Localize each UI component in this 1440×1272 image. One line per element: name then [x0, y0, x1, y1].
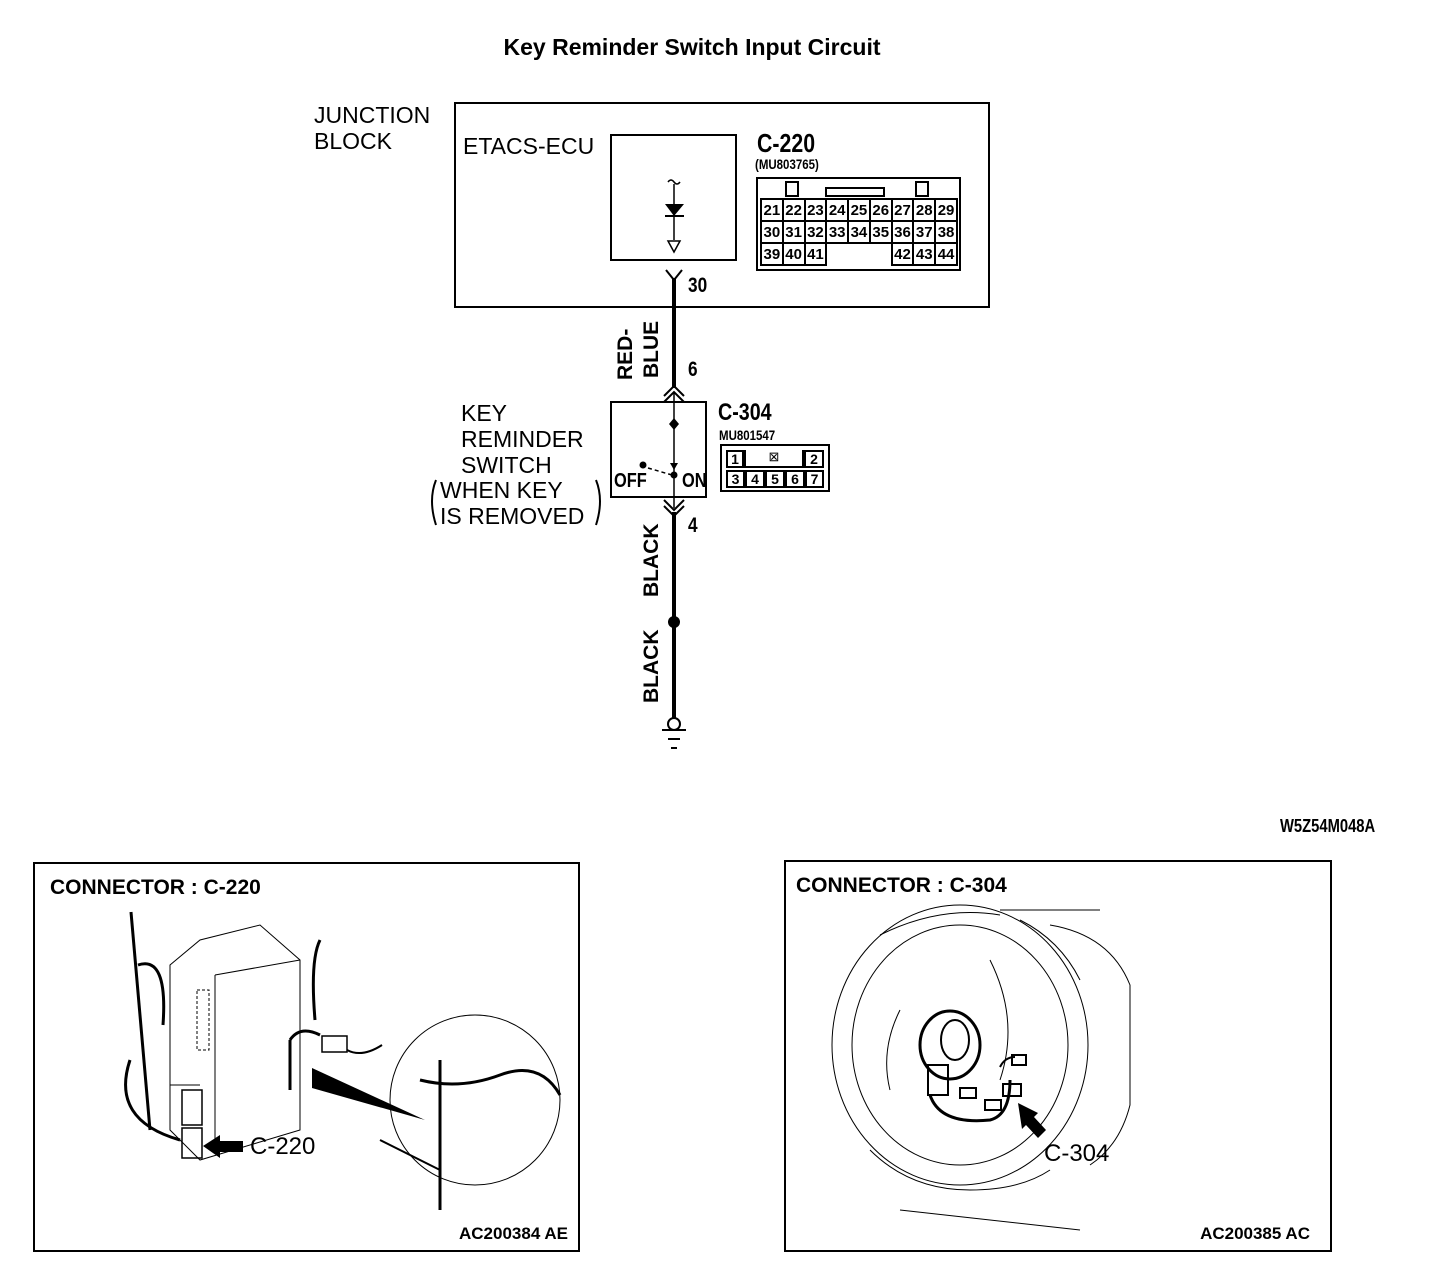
figure-code: AC200384 AE	[459, 1224, 568, 1243]
junction-label-line2: BLOCK	[314, 128, 392, 154]
connector-panel-c304: CONNECTOR : C-304 C-304 AC200385 AC	[784, 860, 1332, 1252]
junction-label-line1: JUNCTION	[314, 102, 431, 128]
pin-cell: 27	[890, 198, 915, 222]
c220-part-number: (MU803765)	[755, 156, 819, 172]
pin-cell: 37	[912, 220, 937, 244]
pin-cell: 44	[934, 242, 958, 266]
c304-part-number: MU801547	[719, 427, 776, 443]
pin-cell: 31	[781, 220, 806, 244]
switch-label-line1: KEY	[461, 400, 508, 426]
junction-block-illustration	[124, 911, 562, 1210]
pin-cell: 39	[760, 242, 784, 266]
wire-color-label-red: RED-	[614, 328, 637, 380]
pin-cell: 36	[890, 220, 915, 244]
pin-4-label: 4	[688, 514, 698, 537]
pin-cell: 23	[803, 198, 828, 222]
diagram-title: Key Reminder Switch Input Circuit	[503, 34, 881, 60]
switch-label-line3: SWITCH	[461, 452, 552, 478]
pin-cell: 5	[765, 470, 785, 488]
pin-cell: 22	[781, 198, 806, 222]
wire-color-label-black-lower: BLACK	[640, 629, 663, 704]
diode-icon	[665, 179, 684, 254]
pin-cell-empty	[825, 243, 893, 265]
switch-off-label: OFF	[614, 470, 647, 492]
panel-title: CONNECTOR : C-220	[50, 876, 261, 899]
pin-cell: 32	[803, 220, 828, 244]
pin-cell: 26	[868, 198, 893, 222]
c220-pin-row: 30 31 32 33 34 35 36 37 38	[760, 220, 958, 244]
callout-label: C-220	[250, 1133, 316, 1160]
etacs-ecu-label: ETACS-ECU	[463, 133, 595, 159]
etacs-ecu-box	[610, 134, 737, 261]
c220-connector-name: C-220	[757, 128, 816, 158]
c220-pin-grid: 21 22 23 24 25 26 27 28 29 30 31 32 33 3…	[760, 198, 958, 266]
figure-code: AC200385 AC	[1200, 1224, 1310, 1243]
c304-bottom-row: 3 4 5 6 7	[726, 470, 824, 488]
splice-point	[668, 616, 680, 628]
callout-label: C-304	[1044, 1140, 1110, 1167]
pin-cell: 35	[868, 220, 893, 244]
pin-cell: 30	[760, 220, 784, 244]
switch-label-line2: REMINDER	[461, 426, 584, 452]
pin-cell: 21	[760, 198, 784, 222]
key-reminder-switch-box	[610, 401, 707, 498]
wire-color-label-blue: BLUE	[640, 320, 663, 378]
connector-panel-c220: CONNECTOR : C-220 C-220 AC200384 AE	[33, 862, 580, 1252]
pin-cell: 33	[825, 220, 850, 244]
pin-cell: 43	[912, 242, 937, 266]
switch-label: KEY REMINDER SWITCH	[461, 400, 584, 478]
switch-condition-line1: WHEN KEY	[440, 477, 563, 503]
switch-condition: WHEN KEY IS REMOVED	[440, 477, 584, 529]
pin-6-label: 6	[688, 358, 698, 381]
c304-pin-grid: 1 ⊠ 2 3 4 5 6 7	[720, 444, 830, 492]
pin-cell: 6	[785, 470, 805, 488]
switch-condition-line2: IS REMOVED	[440, 503, 585, 529]
steering-wheel-illustration	[831, 904, 1131, 1231]
pin-cell: 34	[847, 220, 871, 244]
pin-cell: 4	[745, 470, 765, 488]
pin-cell: 42	[890, 242, 915, 266]
pin-cell: 29	[934, 198, 958, 222]
ground-terminal	[667, 717, 681, 731]
panel-title: CONNECTOR : C-304	[796, 874, 1007, 897]
pin-cell: 1	[726, 450, 744, 468]
pin-cell: 38	[934, 220, 958, 244]
callout-wedge	[312, 1068, 425, 1120]
junction-block-outline	[454, 102, 990, 308]
c220-pin-row: 39 40 41 42 43 44	[760, 242, 958, 266]
diagram-code: W5Z54M048A	[1280, 816, 1376, 836]
pin-cell: 28	[912, 198, 937, 222]
ground-icon	[662, 729, 686, 749]
wire-color-label-black-upper: BLACK	[640, 523, 663, 598]
pin-cell: 40	[781, 242, 806, 266]
pin-cell: 41	[803, 242, 828, 266]
c304-connector-name: C-304	[718, 399, 772, 426]
pin-cell: 2	[804, 450, 824, 468]
pin-cell: 7	[805, 470, 824, 488]
callout-arrow-icon	[1018, 1103, 1046, 1138]
keyway-cross-icon: ⊠	[744, 450, 804, 468]
switch-on-label: ON	[682, 470, 707, 492]
c220-pin-row: 21 22 23 24 25 26 27 28 29	[760, 198, 958, 222]
junction-block-label: JUNCTION BLOCK	[314, 102, 430, 154]
pin-30-label: 30	[688, 274, 708, 297]
pin-cell: 3	[726, 470, 745, 488]
pin-cell: 24	[825, 198, 850, 222]
pin-cell: 25	[847, 198, 871, 222]
callout-arrow-icon	[203, 1135, 243, 1158]
